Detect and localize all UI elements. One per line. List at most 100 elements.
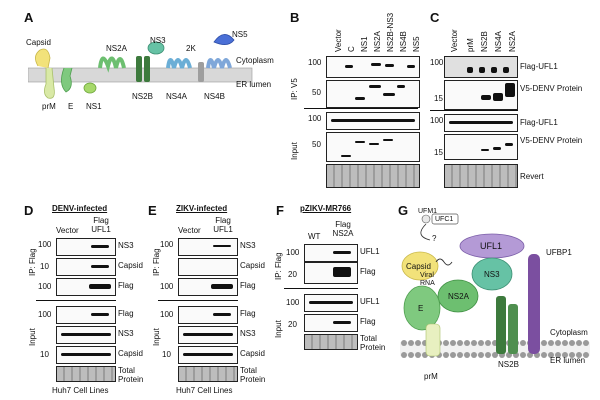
row-c-revert: Revert (520, 172, 544, 181)
mw-d-10a: 10 (40, 262, 49, 271)
mw-d-100a: 100 (38, 240, 52, 249)
row-d-input-ns3: NS3 (118, 329, 134, 338)
label-ns4b: NS4B (204, 92, 225, 101)
g-label-cytoplasm: Cytoplasm (550, 328, 588, 337)
blot-c-input-v5 (444, 134, 518, 160)
mw-e-100a: 100 (160, 240, 174, 249)
blot-f-input-flag (304, 314, 358, 332)
blot-d-input-capsid (56, 346, 116, 364)
mw-f-20a: 20 (288, 270, 297, 279)
g-label-ufm1: UFM1 (418, 208, 438, 215)
g-label-viral-rna: Viral RNA (420, 272, 435, 287)
mw-b-50b: 50 (312, 140, 321, 149)
lane-vector: Vector (334, 29, 343, 52)
label-e-input: Input (152, 328, 161, 346)
label-prm: prM (42, 102, 56, 111)
lane-f-wt: WT (308, 232, 321, 241)
label-d-input: Input (28, 328, 37, 346)
blot-e-input-ns3 (178, 326, 238, 344)
title-e: ZIKV-infected (176, 204, 228, 213)
blot-d-ip-capsid (56, 258, 116, 276)
lane-e-vector: Vector (178, 226, 201, 235)
mw-f-100a: 100 (286, 248, 300, 257)
blot-e-ip-capsid (178, 258, 238, 276)
panel-label-f: F (276, 203, 284, 218)
lane-e-flag-ufl1: Flag UFL1 (213, 216, 233, 234)
g-label-ns2b: NS2B (498, 360, 519, 369)
label-ns1: NS1 (86, 102, 102, 111)
blot-b-revert (326, 164, 420, 188)
blot-d-ip-ns3 (56, 238, 116, 256)
label-ns5: NS5 (232, 30, 248, 39)
row-f-ufl1: UFL1 (360, 247, 380, 256)
ufc1-box (431, 213, 459, 225)
panel-label-b: B (290, 10, 300, 25)
ns3-shape (471, 257, 513, 291)
blot-f-total-protein (304, 334, 358, 350)
blot-e-input-flag (178, 306, 238, 324)
blot-d-ip-flag (56, 278, 116, 296)
label-ns2a: NS2A (106, 44, 127, 53)
lane-c-ns4a: NS4A (494, 31, 503, 52)
title-d: DENV-infected (52, 204, 108, 213)
lane-c-vector: Vector (450, 29, 459, 52)
mw-e-100c: 100 (160, 310, 174, 319)
divider-e (158, 300, 238, 301)
label-cytoplasm: Cytoplasm (236, 56, 274, 65)
viral-rna-squiggle (435, 258, 453, 266)
lane-f-flag-ns2a: Flag NS2A (332, 220, 354, 238)
mw-f-100b: 100 (286, 298, 300, 307)
g-label-q: ? (432, 234, 437, 243)
row-e-input-flag: Flag (240, 309, 256, 318)
blot-e-input-capsid (178, 346, 238, 364)
blot-d-input-flag (56, 306, 116, 324)
lane-ns2b-ns3: NS2B-NS3 (386, 12, 395, 52)
panel-g-model-diagram (400, 213, 590, 358)
blot-b-input-v5 (326, 132, 420, 162)
panel-label-a: A (24, 10, 34, 25)
g-label-ufl1: UFL1 (480, 241, 503, 251)
blot-d-input-ns3 (56, 326, 116, 344)
blot-b-input-flag-ufl1 (326, 112, 420, 130)
blot-d-total-protein (56, 366, 116, 382)
label-b-ip: IP: V5 (290, 78, 299, 100)
label-f-ip: IP: Flag (274, 252, 283, 280)
blot-f-input-ufl1 (304, 294, 358, 312)
row-c-input-flag-ufl1: Flag-UFL1 (520, 118, 558, 127)
footer-e: Huh7 Cell Lines (176, 386, 233, 395)
row-d-flag: Flag (118, 281, 134, 290)
g-label-capsid: Capsid (406, 262, 431, 271)
label-ns3: NS3 (150, 36, 166, 45)
lane-ns1: NS1 (360, 36, 369, 52)
mw-c-15b: 15 (434, 148, 443, 157)
label-e-ip: IP: Flag (152, 248, 161, 276)
lane-ns5: NS5 (412, 36, 421, 52)
ufm1-circle (421, 214, 431, 224)
blot-e-ip-flag (178, 278, 238, 296)
panel-a-topology-diagram (28, 34, 253, 99)
mw-c-15a: 15 (434, 94, 443, 103)
panel-label-g: G (398, 203, 409, 218)
g-label-ufc1: UFC1 (435, 216, 454, 223)
g-label-ufbp1: UFBP1 (546, 248, 572, 257)
mw-e-100b: 100 (160, 282, 174, 291)
row-d-ns3: NS3 (118, 241, 134, 250)
row-d-input-flag: Flag (118, 309, 134, 318)
ns2b-shape-2 (508, 304, 518, 354)
mw-d-100b: 100 (38, 282, 52, 291)
row-f-input-ufl1: UFL1 (360, 297, 380, 306)
g-label-prm: prM (424, 372, 438, 381)
ns2a-shape (437, 279, 479, 313)
mw-d-10b: 10 (40, 350, 49, 359)
lane-ns4b: NS4B (399, 31, 408, 52)
blot-b-ip-flag-ufl1 (326, 56, 420, 78)
lane-c-ns2b: NS2B (480, 31, 489, 52)
blot-e-ip-ns3 (178, 238, 238, 256)
label-b-input: Input (290, 142, 299, 160)
divider-d (36, 300, 116, 301)
g-label-ns2a: NS2A (448, 292, 469, 301)
label-ns4a: NS4A (166, 92, 187, 101)
blot-c-ip-flag-ufl1 (444, 56, 518, 78)
panel-label-d: D (24, 203, 34, 218)
lane-c-prm: prM (466, 38, 475, 52)
